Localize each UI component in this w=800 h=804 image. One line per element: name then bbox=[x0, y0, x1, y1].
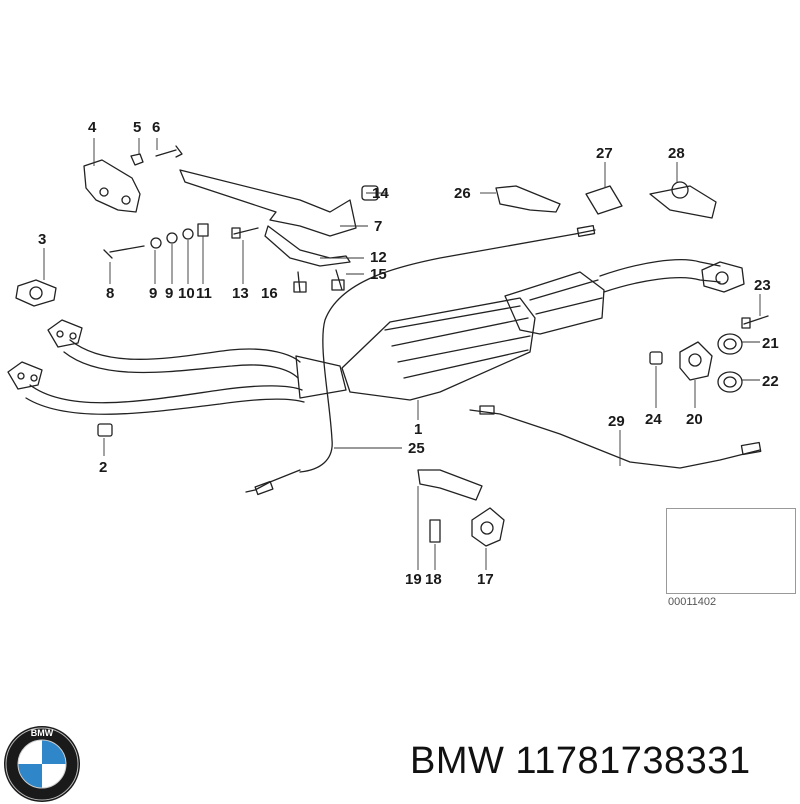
callout-9-washer-b: 9 bbox=[165, 285, 174, 302]
bolt-18 bbox=[429, 519, 441, 543]
callout-11: 11 bbox=[196, 285, 212, 302]
seal-ring-22 bbox=[717, 371, 743, 393]
front-pipe-2 bbox=[29, 384, 303, 404]
hanger-12 bbox=[264, 225, 351, 267]
nut-5 bbox=[130, 153, 144, 166]
callout-23: 23 bbox=[754, 277, 771, 294]
gasket-3 bbox=[15, 279, 57, 307]
callout-5: 5 bbox=[133, 119, 142, 136]
bracket-26 bbox=[495, 185, 561, 213]
bolt-6 bbox=[155, 145, 183, 158]
nut-11 bbox=[197, 223, 209, 237]
callout-12: 12 bbox=[370, 249, 387, 266]
mount-28 bbox=[649, 185, 717, 219]
rear-flange bbox=[701, 261, 745, 293]
callout-16: 16 bbox=[261, 285, 278, 302]
bracket-4 bbox=[83, 159, 141, 213]
washer-9 bbox=[150, 237, 162, 249]
callout-28: 28 bbox=[668, 145, 685, 162]
callout-3: 3 bbox=[38, 231, 47, 248]
callout-14: 14 bbox=[372, 185, 389, 202]
callout-20: 20 bbox=[686, 411, 703, 428]
logo-letters: BMW bbox=[31, 728, 54, 738]
seal-ring-21 bbox=[717, 333, 743, 355]
washer-10 bbox=[182, 228, 194, 240]
callout-15: 15 bbox=[370, 266, 387, 283]
callout-10: 10 bbox=[178, 285, 195, 302]
callout-22: 22 bbox=[762, 373, 779, 390]
callout-4: 4 bbox=[88, 119, 97, 136]
callout-21: 21 bbox=[762, 335, 779, 352]
nut-2 bbox=[97, 423, 113, 437]
oxygen-sensor-cable-29 bbox=[469, 409, 761, 469]
hanger-19 bbox=[417, 469, 483, 501]
car-location-inset bbox=[666, 508, 796, 594]
callout-29: 29 bbox=[608, 413, 625, 430]
callout-1: 1 bbox=[414, 421, 423, 438]
callout-8: 8 bbox=[106, 285, 115, 302]
callout-9-washer-a: 9 bbox=[149, 285, 158, 302]
bmw-logo-icon: BMW bbox=[4, 726, 80, 802]
front-pipe-flange-lower bbox=[7, 361, 43, 390]
nut-24 bbox=[649, 351, 663, 365]
callout-6: 6 bbox=[152, 119, 161, 136]
bracket-7 bbox=[179, 169, 357, 237]
callout-26: 26 bbox=[454, 185, 471, 202]
bolt-8 bbox=[103, 245, 145, 259]
inset-reference-code: 00011402 bbox=[668, 596, 717, 608]
clip-27 bbox=[585, 185, 623, 215]
part-number-caption: BMW 11781738331 bbox=[410, 740, 751, 782]
callout-19: 19 bbox=[405, 571, 422, 588]
callout-17: 17 bbox=[477, 571, 494, 588]
rubber-mount-17 bbox=[471, 507, 505, 547]
callout-7: 7 bbox=[374, 218, 383, 235]
front-pipe-1 bbox=[69, 339, 301, 363]
exhaust-parts-diagram bbox=[7, 138, 789, 586]
callout-24: 24 bbox=[645, 411, 662, 428]
oxygen-sensor-cable-25 bbox=[299, 233, 576, 473]
callout-27: 27 bbox=[596, 145, 613, 162]
rear-pipe-upper bbox=[599, 259, 721, 277]
callout-25: 25 bbox=[408, 440, 425, 457]
catalytic-converter-front bbox=[341, 297, 536, 401]
front-pipe-flange-upper bbox=[47, 319, 83, 348]
callout-13: 13 bbox=[232, 285, 249, 302]
y-pipe-joint bbox=[295, 355, 347, 399]
washer-9b bbox=[166, 232, 178, 244]
bolt-23 bbox=[743, 315, 769, 325]
callout-2: 2 bbox=[99, 459, 108, 476]
flange-20 bbox=[679, 341, 713, 381]
catalytic-converter-rear bbox=[504, 271, 605, 335]
callout-18: 18 bbox=[425, 571, 442, 588]
bolt-13 bbox=[233, 227, 259, 235]
